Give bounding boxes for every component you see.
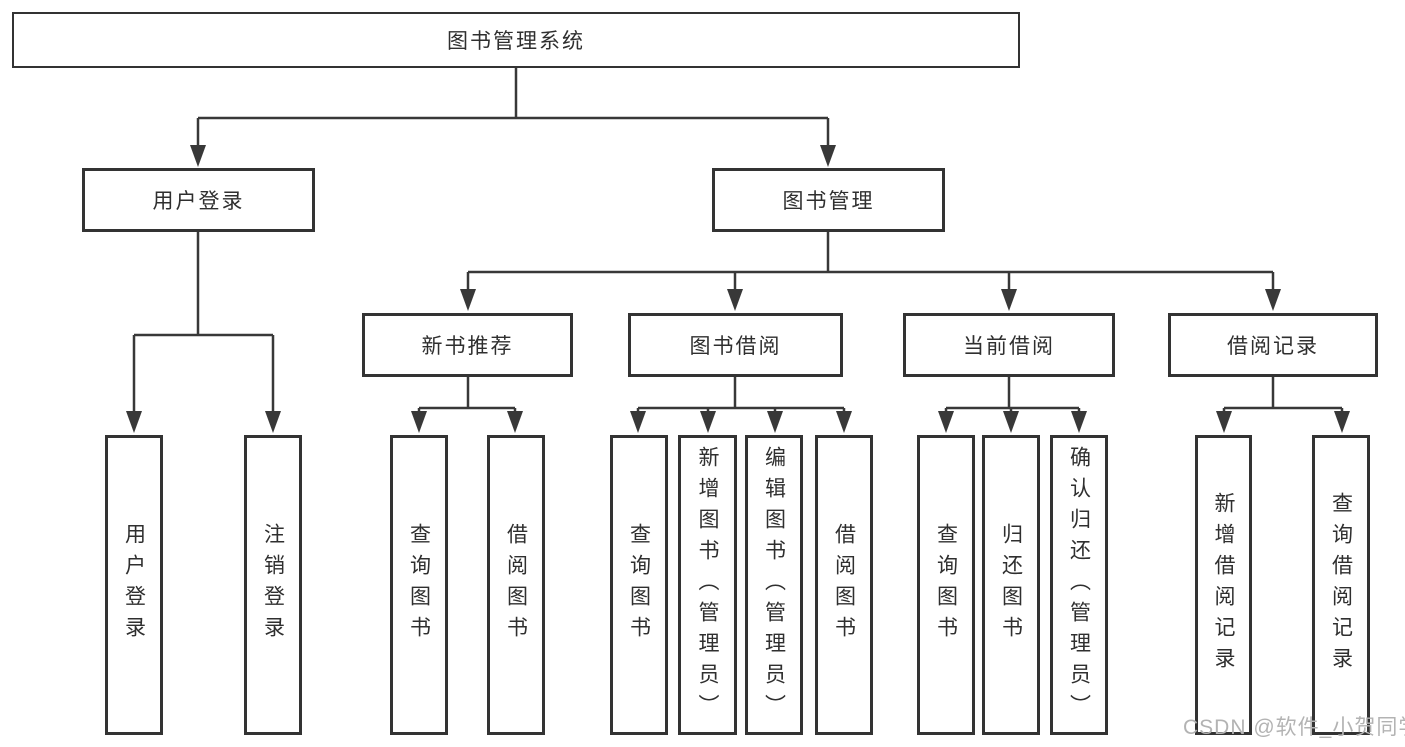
leaf-query-book-current-label: 查询图书 bbox=[934, 523, 958, 647]
node-borrow-records: 借阅记录 bbox=[1168, 313, 1378, 377]
leaf-borrow-book-label: 借阅图书 bbox=[832, 523, 856, 647]
node-root: 图书管理系统 bbox=[12, 12, 1020, 68]
node-book-borrow: 图书借阅 bbox=[628, 313, 843, 377]
leaf-borrow-book-recommend: 借阅图书 bbox=[487, 435, 545, 735]
node-new-book-recommend-label: 新书推荐 bbox=[421, 335, 514, 358]
leaf-confirm-return-admin-label: 确认归还（管理员） bbox=[1067, 445, 1091, 725]
leaf-user-login: 用户登录 bbox=[105, 435, 163, 735]
leaf-query-borrow-record-label: 查询借阅记录 bbox=[1329, 492, 1353, 678]
node-borrow-records-label: 借阅记录 bbox=[1227, 335, 1319, 358]
leaf-edit-book-admin-label: 编辑图书（管理员） bbox=[762, 445, 786, 725]
node-book-borrow-label: 图书借阅 bbox=[689, 335, 782, 358]
node-book-management: 图书管理 bbox=[712, 168, 945, 232]
leaf-logout-label: 注销登录 bbox=[261, 523, 285, 647]
leaf-logout: 注销登录 bbox=[244, 435, 302, 735]
leaf-query-book-borrow-label: 查询图书 bbox=[627, 523, 651, 647]
node-current-borrow: 当前借阅 bbox=[903, 313, 1115, 377]
leaf-return-book-label: 归还图书 bbox=[999, 523, 1023, 647]
leaf-edit-book-admin: 编辑图书（管理员） bbox=[745, 435, 803, 735]
csdn-watermark: CSDN @软件_小贺同学 bbox=[1183, 716, 1405, 739]
leaf-add-book-admin-label: 新增图书（管理员） bbox=[696, 445, 719, 725]
node-current-borrow-label: 当前借阅 bbox=[963, 335, 1055, 358]
leaf-query-book-recommend-label: 查询图书 bbox=[407, 523, 431, 647]
leaf-add-borrow-record-label: 新增借阅记录 bbox=[1212, 492, 1235, 678]
leaf-query-book-borrow: 查询图书 bbox=[610, 435, 668, 735]
leaf-query-borrow-record: 查询借阅记录 bbox=[1312, 435, 1370, 735]
leaf-borrow-book: 借阅图书 bbox=[815, 435, 873, 735]
node-new-book-recommend: 新书推荐 bbox=[362, 313, 573, 377]
node-user-login: 用户登录 bbox=[82, 168, 315, 232]
leaf-add-borrow-record: 新增借阅记录 bbox=[1195, 435, 1252, 735]
leaf-return-book: 归还图书 bbox=[982, 435, 1040, 735]
leaf-query-book-current: 查询图书 bbox=[917, 435, 975, 735]
node-root-label: 图书管理系统 bbox=[447, 30, 585, 53]
leaf-borrow-book-recommend-label: 借阅图书 bbox=[504, 523, 528, 647]
node-book-management-label: 图书管理 bbox=[782, 190, 875, 213]
leaf-query-book-recommend: 查询图书 bbox=[390, 435, 448, 735]
leaf-add-book-admin: 新增图书（管理员） bbox=[678, 435, 737, 735]
node-user-login-label: 用户登录 bbox=[152, 190, 245, 213]
leaf-user-login-label: 用户登录 bbox=[122, 523, 146, 647]
leaf-confirm-return-admin: 确认归还（管理员） bbox=[1050, 435, 1108, 735]
